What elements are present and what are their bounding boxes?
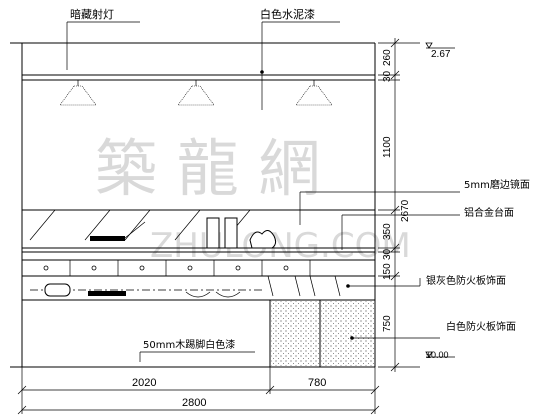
- support-legs: [267, 275, 341, 297]
- leader-skirting: [139, 351, 255, 362]
- elevation-top: 2.67: [431, 49, 451, 60]
- dim-2800: 2800: [182, 397, 206, 409]
- dim-780: 780: [308, 377, 326, 389]
- downlight-3: [295, 80, 333, 106]
- toiletries: [206, 217, 277, 249]
- elevation-marker-top: [425, 42, 455, 49]
- label-downlight: 暗藏射灯: [70, 7, 114, 21]
- watermark-url: ZHULONG.COM: [150, 226, 411, 266]
- leader-cement-paint: [260, 21, 340, 110]
- dim-750: 750: [382, 315, 393, 332]
- dim-350: 350: [382, 223, 393, 240]
- leader-silver-grey: [346, 278, 421, 288]
- dim-2670: 2670: [400, 199, 411, 222]
- label-aluminum: 铝合金台面: [464, 206, 514, 219]
- downlight-2: [177, 80, 215, 106]
- leader-downlight: [66, 21, 140, 70]
- leader-white-panel: [350, 336, 440, 340]
- drawer-handles: [43, 265, 289, 271]
- label-skirting: 50mm木踢脚白色漆: [143, 338, 235, 351]
- elevation-marker-bottom: [425, 351, 455, 358]
- leader-aluminum: [341, 214, 460, 250]
- cabinet-door-left: [271, 301, 319, 366]
- label-mirror: 5mm磨边镜面: [464, 178, 530, 191]
- dim-30-mid: 30: [382, 248, 393, 260]
- label-white-panel: 白色防火板饰面: [446, 320, 516, 333]
- faucet: [90, 221, 146, 241]
- dim-260: 260: [382, 49, 393, 66]
- drawer-dividers: [69, 260, 311, 276]
- basin-outlines: [44, 283, 241, 298]
- elevation-bottom: ±0.00: [426, 350, 448, 360]
- dim-1100: 1100: [382, 136, 393, 158]
- leader-mirror: [299, 191, 460, 225]
- label-silver-grey: 银灰色防火板饰面: [426, 274, 506, 287]
- watermark-text: 築 龍 網: [95, 132, 320, 205]
- label-cement-paint: 白色水泥漆: [260, 7, 315, 21]
- cabinet-door-right: [321, 301, 374, 366]
- dim-150: 150: [382, 263, 393, 280]
- dim-ticks-bottom: [17, 367, 380, 415]
- dim-30-top: 30: [382, 70, 393, 82]
- dim-ticks-right: [378, 38, 420, 372]
- downlight-1: [59, 80, 97, 106]
- dim-values-right: 260 30 1100 2670 350 30 150 750: [382, 49, 411, 332]
- dim-2020: 2020: [132, 377, 156, 389]
